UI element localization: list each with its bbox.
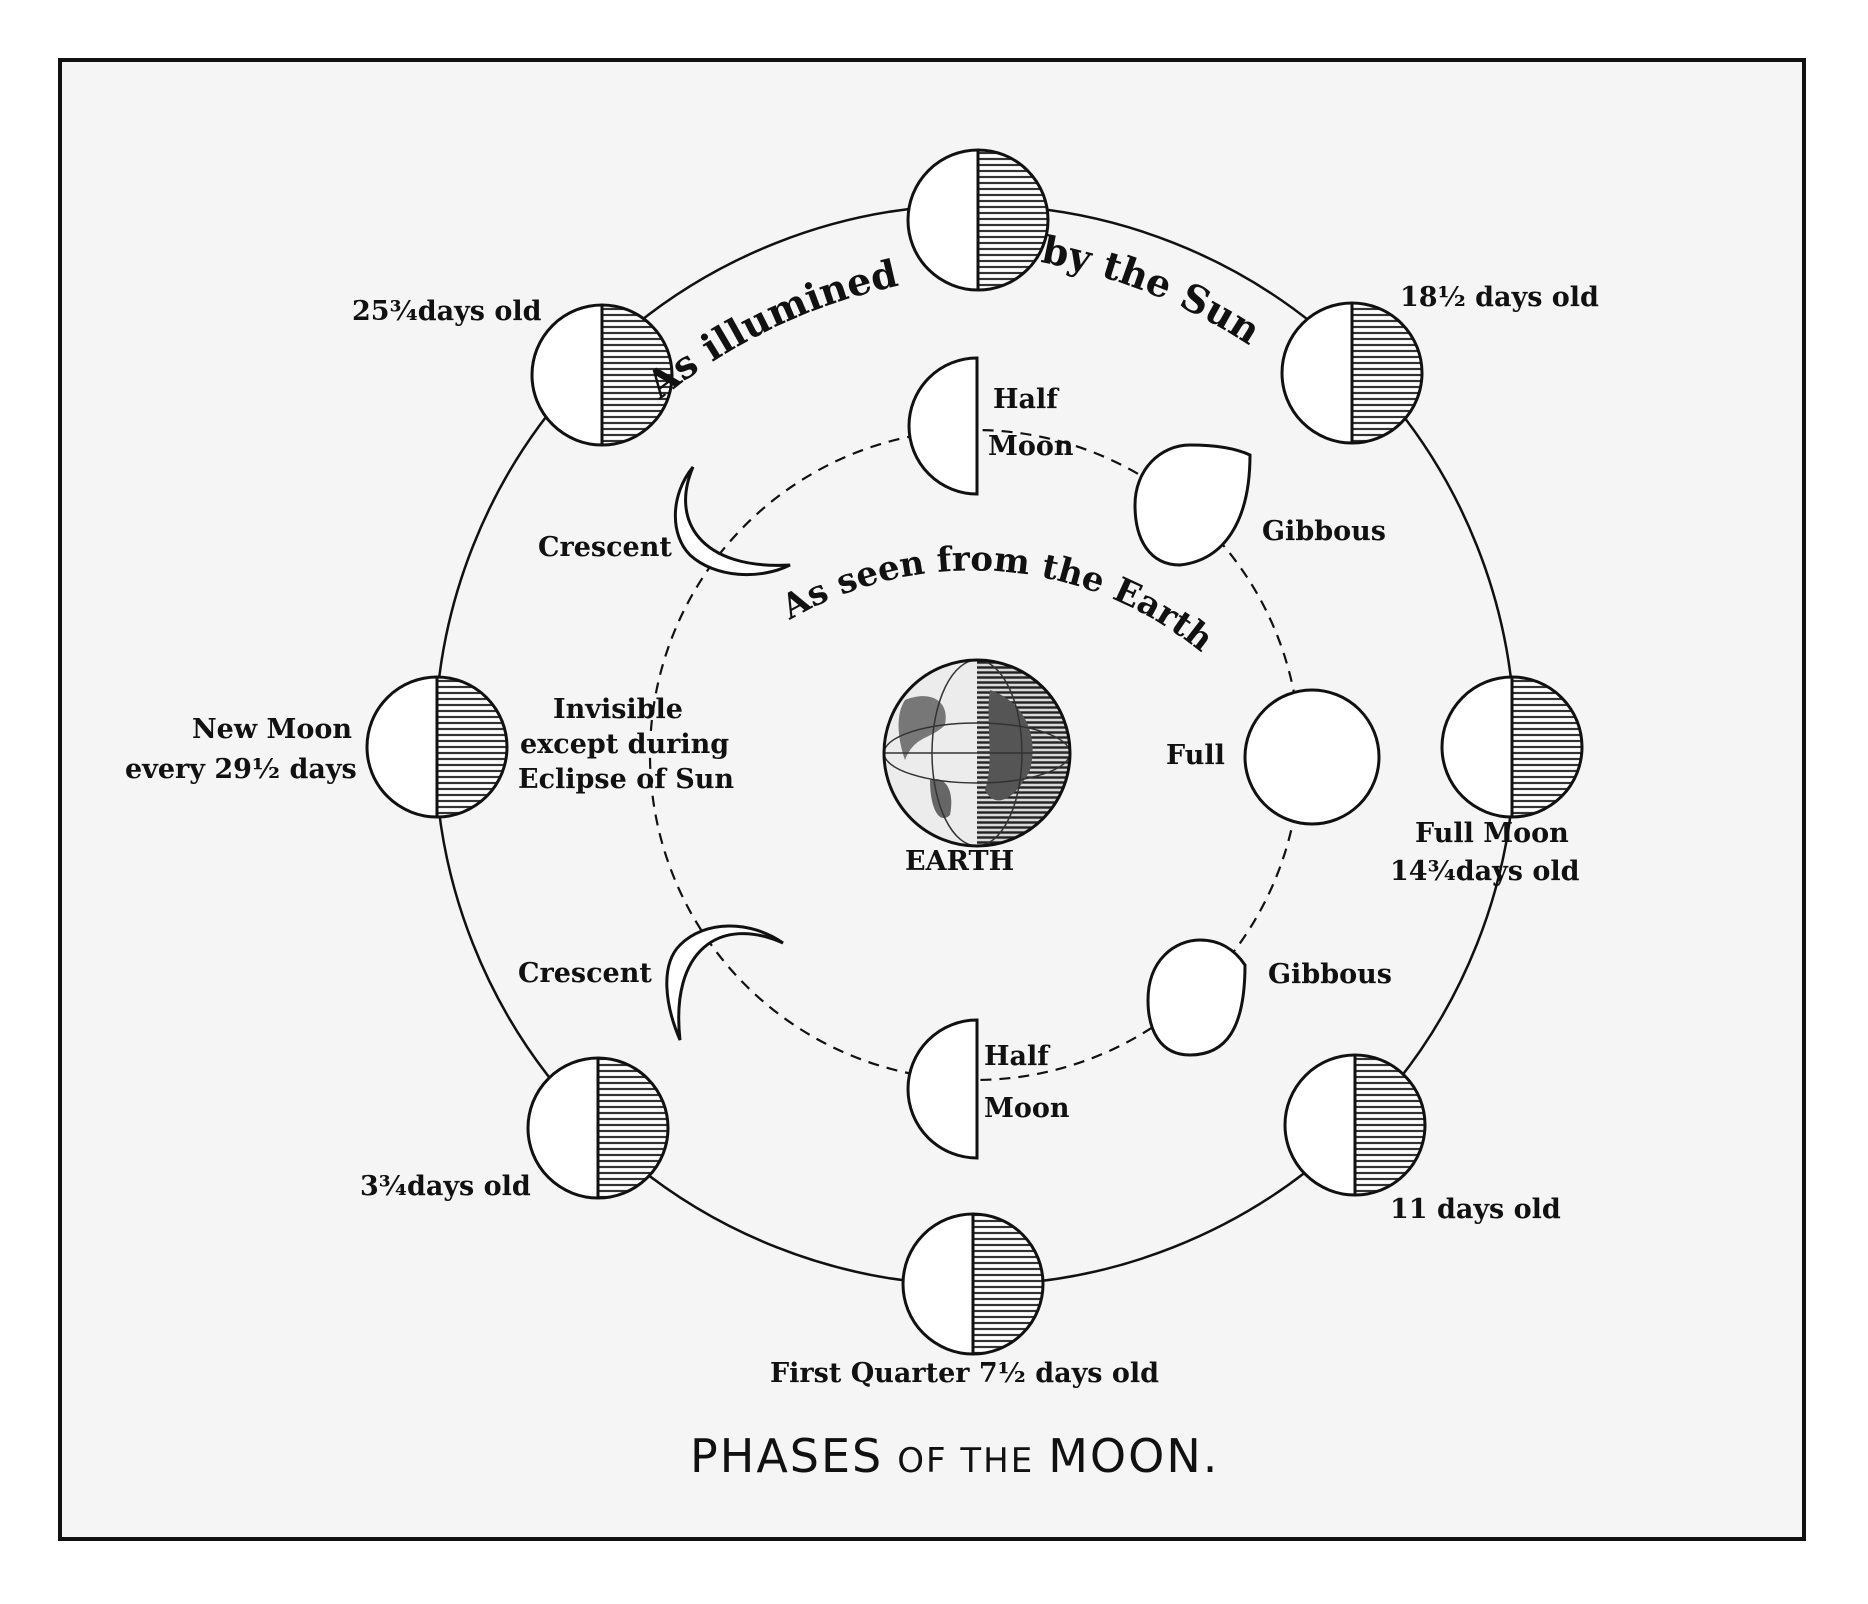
outer-moon-bottom (901, 1212, 1045, 1356)
label-18-days: 18½ days old (1400, 282, 1599, 313)
label-half-top-2: Moon (988, 431, 1074, 462)
outer-moon-right (1440, 675, 1584, 819)
label-full-moon-age: 14¾days old (1390, 856, 1580, 887)
label-half-bottom-2: Moon (984, 1093, 1070, 1124)
earth-globe (882, 658, 1072, 848)
label-3-days: 3¾days old (360, 1171, 531, 1202)
label-gibbous-top: Gibbous (1262, 516, 1386, 547)
outer-moon-bottom-right (1283, 1053, 1427, 1197)
crescent-bottom-shape (665, 924, 784, 1041)
label-crescent-top: Crescent (538, 532, 672, 563)
label-invisible-2: except during (520, 729, 729, 760)
label-full-moon: Full Moon (1415, 818, 1569, 849)
label-half-top-1: Half (993, 384, 1060, 415)
label-invisible-3: Eclipse of Sun (518, 764, 734, 795)
label-gibbous-bottom: Gibbous (1268, 959, 1392, 990)
gibbous-bottom-shape (1146, 938, 1247, 1057)
half-moon-top-shape (907, 356, 979, 496)
label-25-days: 25¾days old (352, 296, 542, 327)
label-half-bottom-1: Half (984, 1041, 1051, 1072)
label-new-moon: New Moon (192, 714, 352, 745)
label-11-days: 11 days old (1390, 1194, 1561, 1225)
label-crescent-bottom: Crescent (518, 958, 652, 989)
outer-moon-top-right (1280, 301, 1424, 445)
full-moon-inner-shape (1243, 688, 1381, 826)
gibbous-top-shape (1133, 443, 1252, 567)
label-new-moon-period: every 29½ days (125, 754, 357, 785)
outer-moon-top (906, 148, 1050, 292)
half-moon-bottom-shape (906, 1018, 979, 1160)
outer-moon-top-left (530, 303, 674, 447)
label-earth: EARTH (905, 846, 1014, 877)
label-invisible-1: Invisible (553, 694, 683, 725)
crescent-top-shape (673, 466, 791, 577)
outer-moon-bottom-left (526, 1056, 670, 1200)
outer-moon-left (365, 675, 509, 819)
label-first-quarter: First Quarter 7½ days old (770, 1358, 1159, 1389)
label-full: Full (1166, 740, 1225, 771)
arc-label-illumined: As illumined (637, 250, 902, 407)
arc-label-by-the-sun: by the Sun (1038, 227, 1269, 354)
